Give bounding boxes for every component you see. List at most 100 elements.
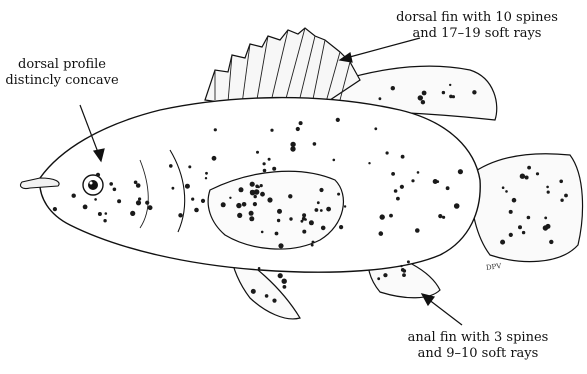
spot [105,212,108,215]
spot [383,273,387,277]
spot [509,233,513,237]
spot [547,191,550,194]
spot [344,205,346,207]
spot [301,220,304,223]
callout-anal-fin-line1: anal fin with 3 spines [380,330,576,346]
spot [229,197,231,199]
spot [422,91,427,96]
spot [239,187,244,192]
spot [289,217,292,220]
spot [442,91,445,94]
spot [418,95,423,100]
spot [380,214,385,219]
spot [458,169,463,174]
spot [449,84,451,86]
spot [290,146,295,151]
spot [113,188,117,192]
spot [278,243,283,248]
spot [436,180,439,183]
spot [527,216,531,220]
spot [520,174,525,179]
spot [544,217,547,220]
spot [290,142,295,147]
spot [261,231,264,234]
spot [148,205,153,210]
spot [237,213,242,218]
spot [313,142,317,146]
spot [336,118,340,122]
spot [98,212,102,216]
spot [368,162,370,164]
spot [302,230,306,234]
spot [53,207,57,211]
spot [522,231,525,234]
spot [559,180,563,184]
spot [254,195,257,198]
spot [400,185,404,189]
spot [415,228,420,233]
spot [272,299,276,303]
spot [302,213,306,217]
spot [178,213,182,217]
spot [421,100,425,104]
spot [83,205,88,210]
spot [191,198,194,201]
spot [509,210,513,214]
spot [249,211,254,216]
spot [403,269,407,273]
spot [185,184,190,189]
spot [502,186,505,189]
spot [288,194,292,198]
spot [337,193,340,196]
pectoral-fin [208,171,343,249]
spot [272,167,276,171]
spot [321,226,326,231]
spot [536,172,539,175]
spot [454,203,460,209]
spot [525,176,529,180]
spot [320,209,323,212]
callout-dorsal-profile-line2: distincly concave [0,73,124,89]
spot [379,231,384,236]
spot [304,218,307,221]
spot [136,200,141,205]
spot [256,191,259,194]
spot [527,166,531,170]
spot [109,182,113,186]
spot [283,285,287,289]
spot [452,95,455,98]
spot [442,216,445,219]
spot [549,240,553,244]
spot [379,97,382,100]
spot [258,267,261,270]
spot [265,294,269,298]
spot [311,244,314,247]
spot [500,240,505,245]
spot [386,151,389,154]
spot [145,201,149,205]
spot [212,156,217,161]
spot [134,181,138,185]
spot [194,208,199,213]
spot [136,183,141,188]
spot [277,219,280,222]
spot [249,216,254,221]
callout-dorsal-profile-line1: dorsal profile [0,57,124,73]
spot [315,208,319,212]
callout-anal-fin: anal fin with 3 spines and 9–10 soft ray… [380,330,576,362]
spot [446,186,450,190]
spot [117,199,121,203]
callout-dorsal-profile: dorsal profile distincly concave [0,57,124,89]
spot [560,199,563,202]
spot [253,202,257,206]
spot [326,207,331,212]
spot [72,194,76,198]
spot [339,225,343,229]
spot [282,279,287,284]
callout-dorsal-fin-line2: and 17–19 soft rays [372,26,582,42]
spot [319,188,323,192]
spot [169,164,173,168]
spot [411,179,414,182]
spot [472,90,476,94]
spot [374,127,377,130]
